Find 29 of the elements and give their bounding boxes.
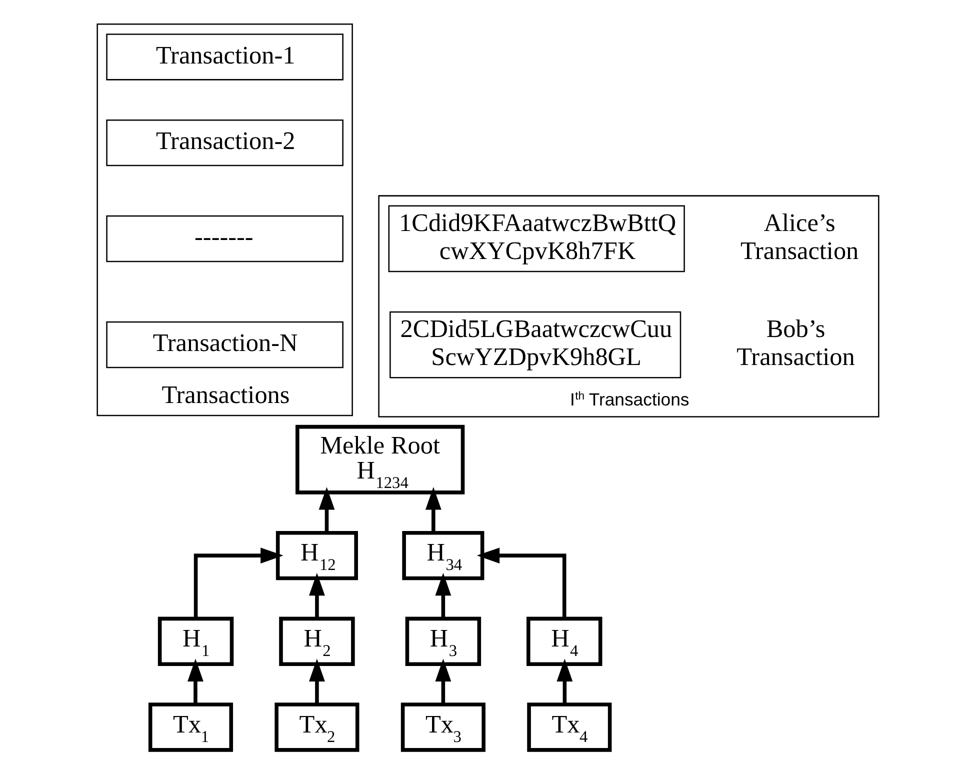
node-box: H$_{12}$ <box>276 530 358 580</box>
node-box: 2CDid5LGBaatwczcwCuu ScwYZDpvK9h8GL <box>390 310 682 378</box>
node-box: Transaction-1 <box>106 33 344 80</box>
node-box: H$_{4}$ <box>526 616 602 666</box>
node-box: Tx$_{2}$ <box>274 702 360 752</box>
arrow <box>556 658 573 704</box>
node-box: Tx$_{3}$ <box>400 702 486 752</box>
node-box: ------- <box>106 214 344 262</box>
node-box: Tx$_{1}$ <box>148 702 234 752</box>
node-box: H$_{3}$ <box>405 616 482 666</box>
node-box: Mekle Root H$_{1234}$ <box>296 424 465 494</box>
node-box: H$_{34}$ <box>402 530 484 580</box>
node-box: H$_{1}$ <box>158 616 234 666</box>
arrow <box>309 658 325 704</box>
node-label: Bob’s Transaction <box>736 316 855 370</box>
arrow <box>476 547 566 618</box>
arrow <box>435 572 452 618</box>
arrow <box>188 658 204 704</box>
node-box: Tx$_{4}$ <box>527 702 612 752</box>
arrow <box>309 572 325 618</box>
arrow <box>425 486 442 532</box>
node-box: Transaction-N <box>106 320 344 368</box>
node-label: Alice’s Transaction <box>740 210 859 264</box>
arrow <box>194 547 284 618</box>
arrow <box>318 486 335 532</box>
node-box: 1Cdid9KFAaatwczBwBttQ cwXYCpvK8h7FK <box>388 204 685 272</box>
node-box: H$_{2}$ <box>279 616 355 666</box>
node-box: Transaction-2 <box>106 118 344 166</box>
arrow <box>435 658 452 704</box>
